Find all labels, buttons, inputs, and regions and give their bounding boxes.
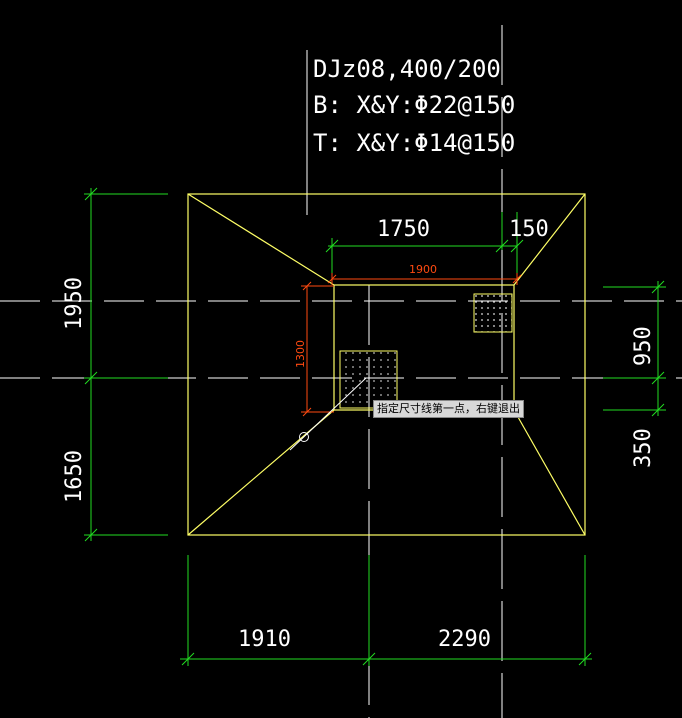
dim-text-red-height: 1300 xyxy=(294,340,307,368)
dim-text-right-bottom: 350 xyxy=(631,428,656,468)
annotation-block[interactable]: DJz08,400/200 B: X&Y:Φ22@150 T: X&Y:Φ14@… xyxy=(313,55,515,157)
dim-text-red-width: 1900 xyxy=(409,263,437,276)
column-right[interactable] xyxy=(473,293,513,333)
dim-text-top-left: 1750 xyxy=(377,217,430,242)
annotation-line-3: T: X&Y:Φ14@150 xyxy=(313,129,515,157)
slope-line-br xyxy=(513,409,586,536)
slope-line-tr xyxy=(513,193,586,286)
command-tooltip: 指定尺寸线第一点，右键退出 xyxy=(373,400,524,418)
dim-text-left-bottom: 1650 xyxy=(62,450,87,503)
dim-text-bottom-right: 2290 xyxy=(438,627,491,652)
dim-text-right-top: 950 xyxy=(631,326,656,366)
dim-text-left-top: 1950 xyxy=(62,277,87,330)
slope-line-tl xyxy=(187,193,335,286)
dimension-lines xyxy=(84,187,666,666)
annotation-line-1: DJz08,400/200 xyxy=(313,55,501,83)
foundation-outer-rect[interactable] xyxy=(187,193,586,536)
cursor-crosshair xyxy=(289,377,367,451)
dim-text-bottom-left: 1910 xyxy=(238,627,291,652)
red-dimension xyxy=(301,273,522,417)
annotation-line-2: B: X&Y:Φ22@150 xyxy=(313,91,515,119)
column-left[interactable] xyxy=(339,350,398,409)
dim-text-top-right: 150 xyxy=(509,217,549,242)
